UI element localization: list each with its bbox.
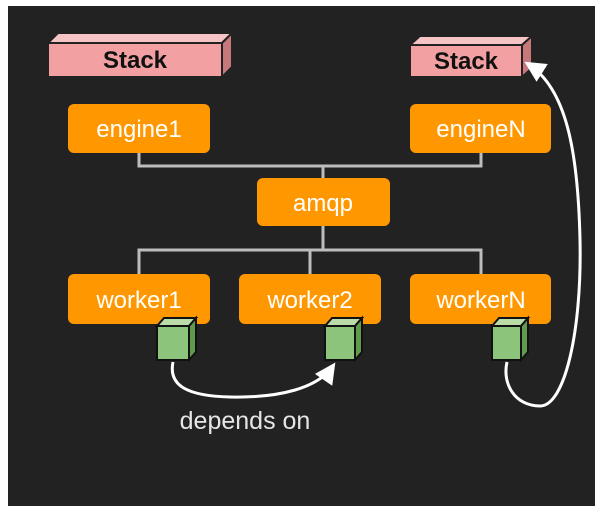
node-engineN: engineN	[410, 104, 551, 153]
stack-left-label: Stack	[103, 47, 168, 74]
node-worker2-label: worker2	[266, 287, 352, 314]
node-worker1-label: worker1	[95, 287, 181, 314]
stack-right-label: Stack	[434, 48, 499, 75]
depends-on-arrow	[170, 361, 336, 399]
node-workerN-label: workerN	[435, 287, 525, 314]
node-worker2: worker2	[239, 274, 381, 324]
depends-on-label: depends on	[180, 407, 311, 435]
node-engineN-label: engineN	[436, 116, 525, 143]
stack-left: Stack	[45, 30, 235, 80]
node-amqp: amqp	[257, 178, 390, 226]
node-engine1: engine1	[68, 104, 210, 153]
node-engine1-label: engine1	[96, 116, 181, 143]
engine-connector	[137, 153, 483, 168]
node-amqp-label: amqp	[293, 190, 353, 217]
node-workerN: workerN	[410, 274, 551, 324]
connector-lines	[137, 153, 483, 274]
node-worker1: worker1	[68, 274, 210, 324]
stack-right: Stack	[407, 33, 535, 80]
dependency-cube-icon	[154, 315, 199, 363]
diagram-background	[8, 6, 595, 506]
dependency-cube-icon	[322, 315, 365, 363]
dependency-cube-icon	[489, 315, 531, 363]
stack-dependency-arrow	[504, 61, 582, 408]
